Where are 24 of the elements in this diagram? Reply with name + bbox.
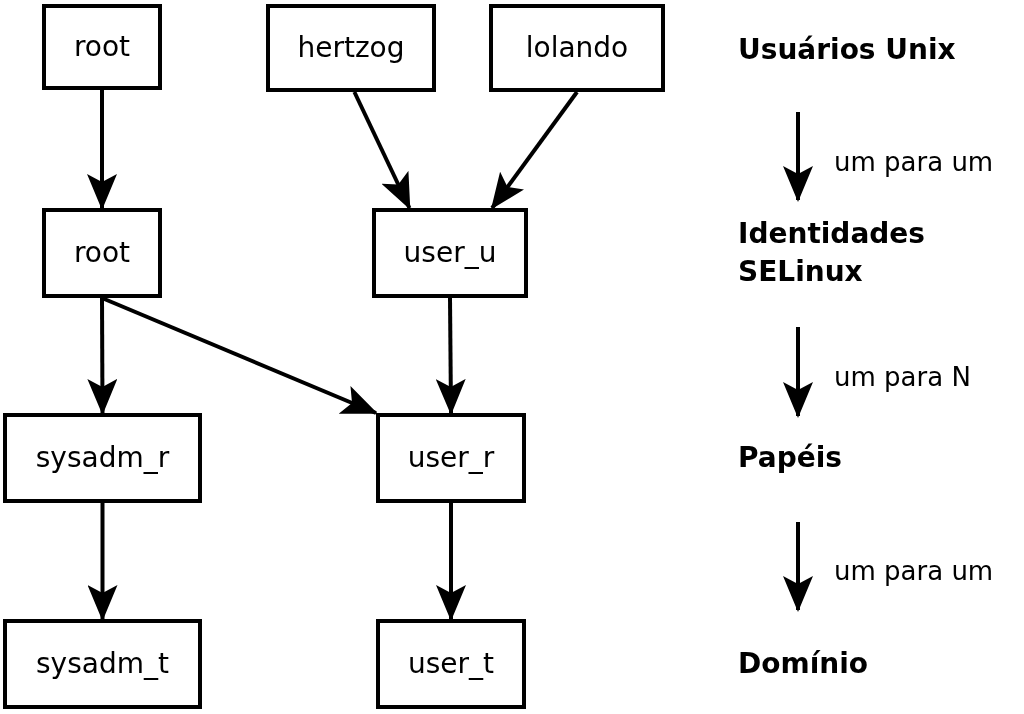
level-label: Identidades SELinux xyxy=(738,214,968,292)
arrow xyxy=(87,503,118,621)
arrow xyxy=(783,327,813,418)
process-box: root xyxy=(42,208,162,298)
arrow xyxy=(783,112,813,202)
process-box: user_t xyxy=(376,619,526,709)
process-box: hertzog xyxy=(266,4,436,92)
arrow xyxy=(436,503,466,621)
arrow xyxy=(352,91,412,210)
process-box: sysadm_r xyxy=(3,413,202,503)
arrow xyxy=(87,298,118,415)
process-box: root xyxy=(42,4,162,90)
arrow xyxy=(101,296,378,415)
arrow xyxy=(783,522,813,612)
arrow xyxy=(435,297,466,415)
process-box: sysadm_t xyxy=(3,619,202,709)
process-box: lolando xyxy=(489,4,665,92)
arrow xyxy=(490,90,579,210)
arrow xyxy=(87,90,117,210)
process-box: user_r xyxy=(376,413,526,503)
process-box: user_u xyxy=(372,208,528,298)
level-label: Usuários Unix xyxy=(738,30,998,70)
level-label: Papéis xyxy=(738,438,938,478)
level-label: Domínio xyxy=(738,644,938,684)
